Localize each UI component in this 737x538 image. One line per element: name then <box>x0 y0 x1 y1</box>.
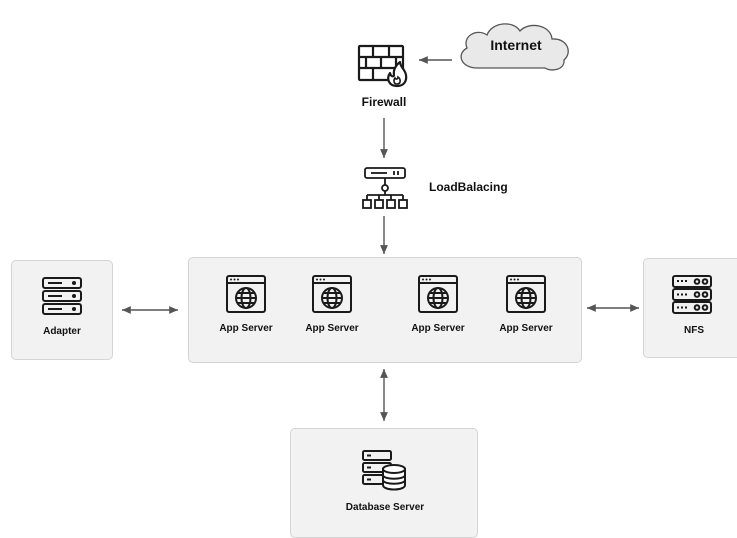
firewall-label: Firewall <box>361 95 407 109</box>
app-server-label: App Server <box>305 323 359 334</box>
web-server-globe-icon <box>417 274 459 319</box>
network-architecture-diagram: Internet Firewall <box>11 23 737 538</box>
database-server-icon <box>362 450 406 491</box>
app-server-label: App Server <box>219 323 273 334</box>
firewall-icon <box>357 44 408 88</box>
app-server-label: App Server <box>411 323 465 334</box>
adapter-node: Adapter <box>11 260 113 360</box>
internet-label: Internet <box>490 37 542 53</box>
app-servers-group: App Server App Server App Server App Server <box>188 257 582 363</box>
database-node: Database Server <box>290 428 478 538</box>
adapter-label: Adapter <box>43 326 81 337</box>
loadbalancer-label: LoadBalacing <box>429 180 508 194</box>
nfs-node: NFS <box>643 258 737 358</box>
server-rack-icon <box>42 277 82 315</box>
web-server-globe-icon <box>311 274 353 319</box>
nfs-label: NFS <box>684 325 704 336</box>
storage-rack-icon <box>672 275 712 314</box>
web-server-globe-icon <box>505 274 547 319</box>
database-label: Database Server <box>345 502 425 513</box>
app-server-label: App Server <box>499 323 553 334</box>
connector-layer <box>122 56 639 421</box>
web-server-globe-icon <box>225 274 267 319</box>
cloud-icon <box>460 23 569 71</box>
load-balancer-icon <box>362 167 408 209</box>
